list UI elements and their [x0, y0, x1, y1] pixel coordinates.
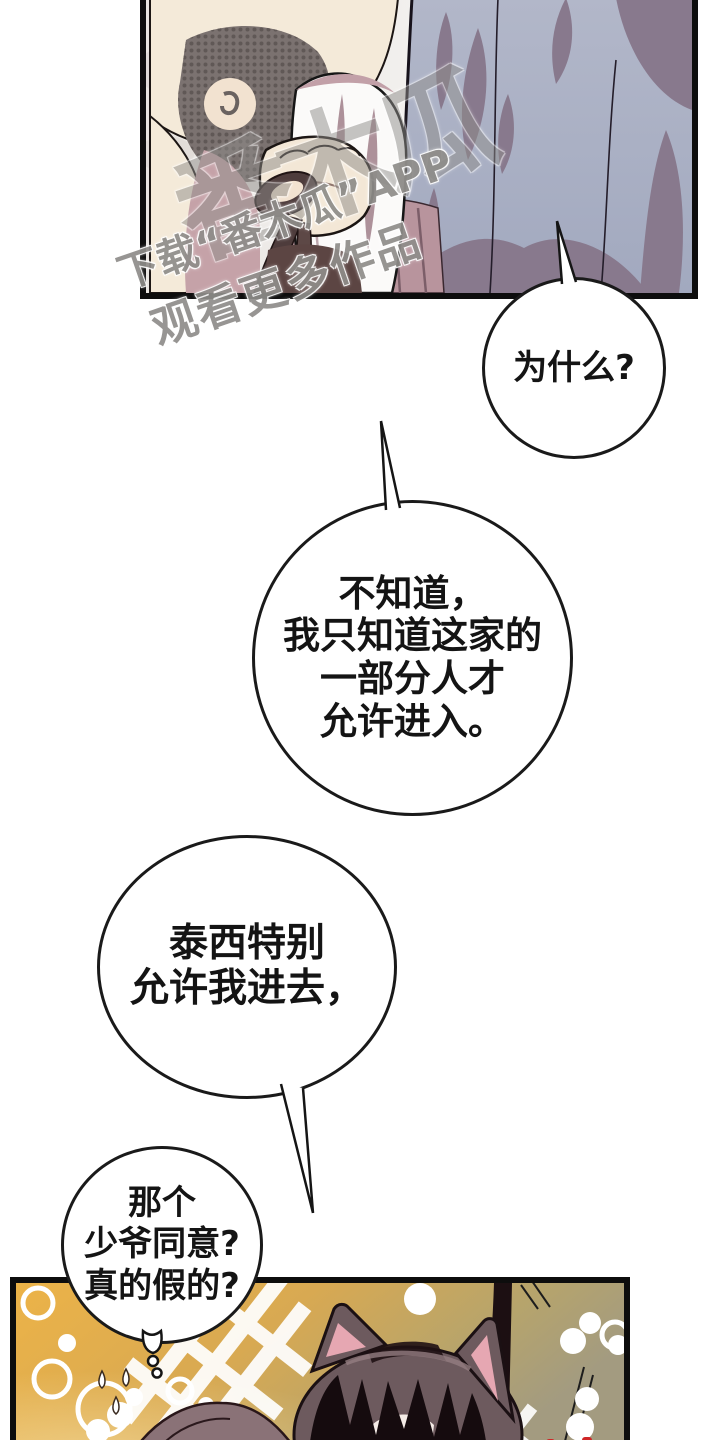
thought-bubble-really: 那个 少爷同意? 真的假的? [61, 1146, 263, 1344]
speech-bubble-dont-know: 不知道， 我只知道这家的 一部分人才 允许进入。 [252, 500, 573, 816]
bubble-decorations [20, 1283, 624, 1440]
bubble-tail-3 [279, 1083, 315, 1214]
bangs [310, 1375, 486, 1440]
figure-cream-garment [149, 0, 445, 293]
cat-ears-character [292, 1302, 524, 1440]
sparkle-drops [98, 1367, 130, 1415]
panel-top-illustration [146, 0, 692, 293]
bubble-tail-2 [379, 420, 402, 511]
bubble-text-line: 真的假的? [84, 1265, 240, 1306]
cat-ear-left-inner [326, 1323, 366, 1357]
cat-ear-right-inner [471, 1335, 498, 1401]
bubble-text-line: 我只知道这家的 [283, 614, 542, 658]
hair-line [165, 1417, 231, 1440]
speech-bubble-why: 为什么? [482, 277, 666, 459]
figure-blue-robe [392, 0, 692, 293]
speech-bubble-taixi: 泰西特别 允许我进去， [97, 835, 397, 1099]
bubble-text-line: 一部分人才 [320, 657, 505, 700]
bubble-text-line: 为什么? [513, 347, 635, 388]
hair-highlight [344, 1350, 472, 1372]
drape-shadow [184, 150, 260, 293]
bubble-text-line: 允许进入。 [320, 699, 505, 743]
bubble-text-line: 那个 [128, 1182, 196, 1223]
bubble-text-line: 允许我进去， [129, 966, 364, 1011]
bubble-text-line: 不知道， [338, 571, 487, 615]
bubble-text-line: 泰西特别 [168, 921, 325, 967]
ribbon-bow [253, 170, 362, 293]
bubble-text-line: 少爷同意? [84, 1224, 240, 1265]
panel-top-artwork [140, 0, 698, 299]
